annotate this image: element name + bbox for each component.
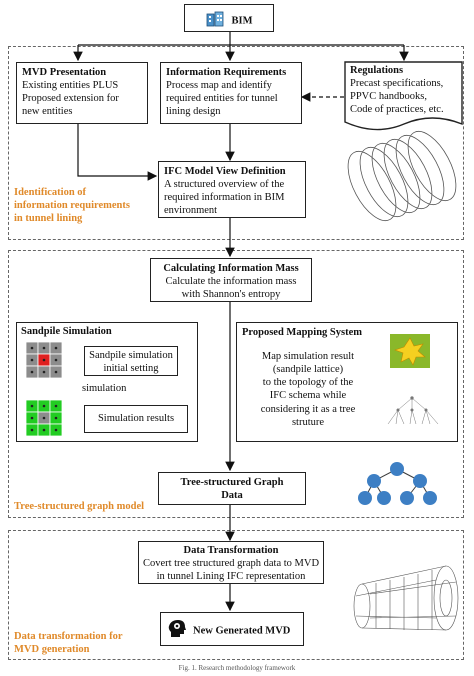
mvd-presentation-line: Existing entities PLUS [22, 80, 119, 92]
section-tree-graph-model [8, 250, 464, 518]
ifc-mvd-title: IFC Model View Definition [164, 166, 286, 177]
tree-graph-line: Tree-structured Graph [180, 477, 284, 488]
section1-label-line: in tunnel lining [14, 213, 83, 225]
lattice-grain [30, 416, 34, 420]
info-req-line: lining design [166, 106, 221, 118]
information-requirements-box: Information Requirements Process map and… [160, 62, 302, 124]
mvd-presentation-line: Proposed extension for [22, 93, 119, 105]
tree-topology-icon [387, 396, 439, 425]
mapping-line: Map simulation result [261, 351, 355, 362]
figure-caption: Fig. 1. Research methodology framework [178, 664, 296, 672]
section1-label-line: information requirements [14, 200, 130, 212]
mvd-presentation-box: MVD Presentation Existing entities PLUS … [16, 62, 148, 124]
section-identification [8, 46, 464, 240]
ifc-mvd-line: required information in BIM [164, 192, 285, 204]
lattice-grain [30, 346, 34, 350]
sandpile-lattice-icon [394, 337, 426, 366]
tree-graph-line: Data [221, 490, 243, 502]
building-icon [206, 11, 224, 31]
regulations-line: Precast specifications, [350, 78, 444, 90]
data-transform-line: Covert tree structured graph data to MVD [142, 558, 320, 570]
section1-label-line: Identification of [14, 187, 87, 198]
calc-info-title: Calculating Information Mass [163, 263, 299, 274]
lattice-grain [30, 358, 34, 362]
lattice-grain [30, 404, 34, 408]
section-data-transformation [8, 530, 464, 660]
regulations-box: Regulations Precast specifications, PPVC… [350, 64, 462, 117]
section3-label: Data transformation for MVD generation [14, 630, 122, 656]
head-brain-icon [167, 619, 187, 643]
data-transformation-box: Data Transformation Covert tree structur… [138, 541, 324, 584]
lattice-grain [42, 358, 46, 362]
lattice-grain [54, 370, 58, 374]
section3-label-line: MVD generation [14, 644, 90, 656]
section2-label: Tree-structured graph model [14, 501, 145, 512]
lattice-grain [42, 370, 46, 374]
lattice-grain [54, 428, 58, 432]
lattice-grain [54, 358, 58, 362]
lattice-grain [54, 404, 58, 408]
mapping-line: struture [291, 416, 325, 428]
calc-info-line: Calculate the information mass [165, 276, 297, 288]
lattice-grain [30, 428, 34, 432]
simulation-results-box: Simulation results [84, 405, 188, 433]
regulations-title: Regulations [350, 65, 404, 76]
mapping-line: (sandpile lattice) [272, 364, 344, 376]
simulation-label: simulation [82, 383, 127, 394]
sandpile-initial-line: Sandpile simulation [89, 350, 173, 361]
lattice-grain [54, 416, 58, 420]
info-req-line: required entities for tunnel [166, 93, 278, 105]
info-req-title: Information Requirements [166, 67, 287, 78]
bim-label: BIM [231, 15, 253, 27]
mapping-line: IFC schema while [269, 390, 347, 402]
mapping-text: Map simulation result (sandpile lattice)… [238, 350, 378, 429]
data-transform-line: in tunnel Lining IFC representation [156, 571, 306, 583]
data-transform-title: Data Transformation [183, 545, 279, 556]
lattice-grain [42, 428, 46, 432]
regulations-line: PPVC handbooks, [350, 91, 428, 103]
calc-info-line: with Shannon's entropy [181, 289, 281, 301]
lattice-grain [30, 370, 34, 374]
ifc-mvd-line: environment [164, 205, 218, 217]
sandpile-initial-box: Sandpile simulation initial setting [84, 346, 178, 376]
ifc-mvd-box: IFC Model View Definition A structured o… [158, 161, 306, 218]
info-req-line: Process map and identify [166, 80, 272, 92]
sandpile-title: Sandpile Simulation [21, 326, 112, 337]
mapping-line: considering it as a tree [260, 403, 356, 415]
mapping-title: Proposed Mapping System [242, 327, 362, 338]
section3-label-line: Data transformation for [14, 631, 123, 642]
tree-graph-data-box: Tree-structured Graph Data [158, 472, 306, 505]
sandpile-initial-line: initial setting [103, 363, 159, 375]
mvd-presentation-title: MVD Presentation [22, 67, 107, 78]
ifc-mvd-line: A structured overview of the [164, 179, 285, 191]
regulations-line: Code of practices, etc. [350, 104, 444, 116]
simulation-results-label: Simulation results [97, 413, 175, 424]
calc-info-mass-box: Calculating Information Mass Calculate t… [150, 258, 312, 302]
new-mvd-label: New Generated MVD [193, 625, 291, 637]
mvd-presentation-line: new entities [22, 106, 73, 118]
mapping-line: to the topology of the [262, 377, 354, 389]
lattice-grain [42, 416, 46, 420]
lattice-grain [54, 346, 58, 350]
lattice-grain [42, 346, 46, 350]
new-generated-mvd-box: New Generated MVD [160, 612, 304, 646]
lattice-grain [42, 404, 46, 408]
bim-box: BIM [184, 4, 274, 32]
section1-label: Identification of information requiremen… [14, 186, 130, 225]
